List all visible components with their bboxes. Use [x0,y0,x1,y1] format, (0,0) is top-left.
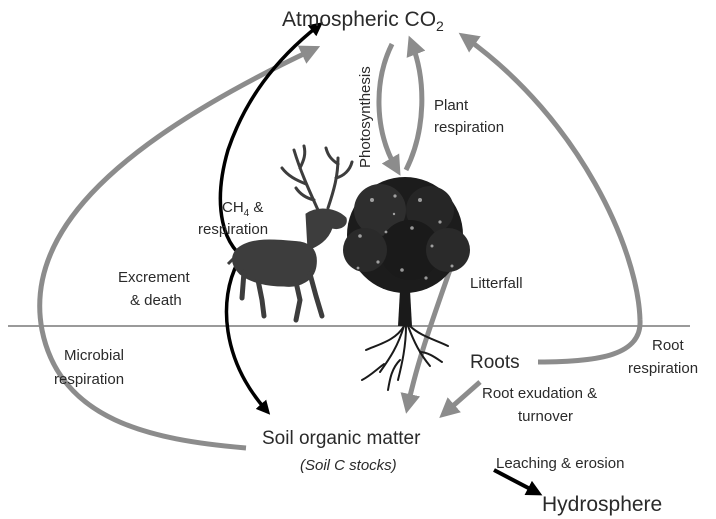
hydrosphere-label: Hydrosphere [542,493,662,516]
plant-respiration-label-line2: respiration [434,119,504,136]
photosynthesis-label: Photosynthesis [357,66,374,168]
photosynthesis-arrow [379,44,396,168]
plant-respiration-arrow [406,44,422,170]
ch4-respiration-label-line2: respiration [198,221,268,238]
tree-icon [343,177,470,390]
root-respiration-label-line1: Root [652,337,685,354]
soil-organic-matter-label: Soil organic matter [262,428,421,449]
root-exudation-label-line2: turnover [518,408,573,425]
roots-label: Roots [470,352,520,373]
root-respiration-label-line2: respiration [628,360,698,377]
leaching-erosion-label: Leaching & erosion [496,455,624,472]
microbial-respiration-label-line1: Microbial [64,347,124,364]
atmospheric-co2-label: Atmospheric CO2 [282,8,444,34]
soil-c-stocks-label: (Soil C stocks) [300,457,397,474]
root-respiration-arrow [466,38,640,362]
litterfall-label: Litterfall [470,275,523,292]
plant-respiration-label-line1: Plant [434,97,469,114]
ch4-respiration-label-line1: CH4 & [222,199,263,219]
excrement-death-label-line2: & death [130,292,182,309]
excrement-death-label-line1: Excrement [118,269,191,286]
leaching-erosion-arrow [494,470,536,492]
root-exudation-arrow [446,382,480,412]
microbial-respiration-label-line2: respiration [54,371,124,388]
root-exudation-label-line1: Root exudation & [482,385,597,402]
